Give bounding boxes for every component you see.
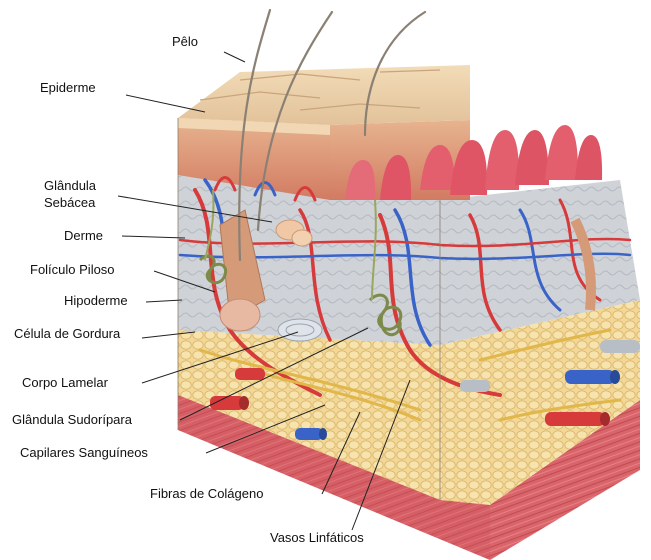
label-lymphatic-vessels: Vasos Linfáticos (270, 530, 364, 546)
label-blood-capillaries: Capilares Sanguíneos (20, 445, 148, 461)
label-sweat-gland: Glândula Sudorípara (12, 412, 132, 428)
label-hair: Pêlo (172, 34, 198, 50)
lamellar-corpuscle (278, 319, 322, 341)
label-hypodermis: Hipoderme (64, 293, 128, 309)
label-dermis: Derme (64, 228, 103, 244)
label-collagen-fibers: Fibras de Colágeno (150, 486, 263, 502)
label-lamellar-corpuscle: Corpo Lamelar (22, 375, 108, 391)
label-sebaceous-gland-line1: Glândula (44, 178, 96, 194)
label-hair-follicle: Folículo Piloso (30, 262, 115, 278)
label-fat-cell: Célula de Gordura (14, 326, 120, 342)
label-epidermis: Epiderme (40, 80, 96, 96)
label-sebaceous-gland-line2: Sebácea (44, 195, 95, 211)
